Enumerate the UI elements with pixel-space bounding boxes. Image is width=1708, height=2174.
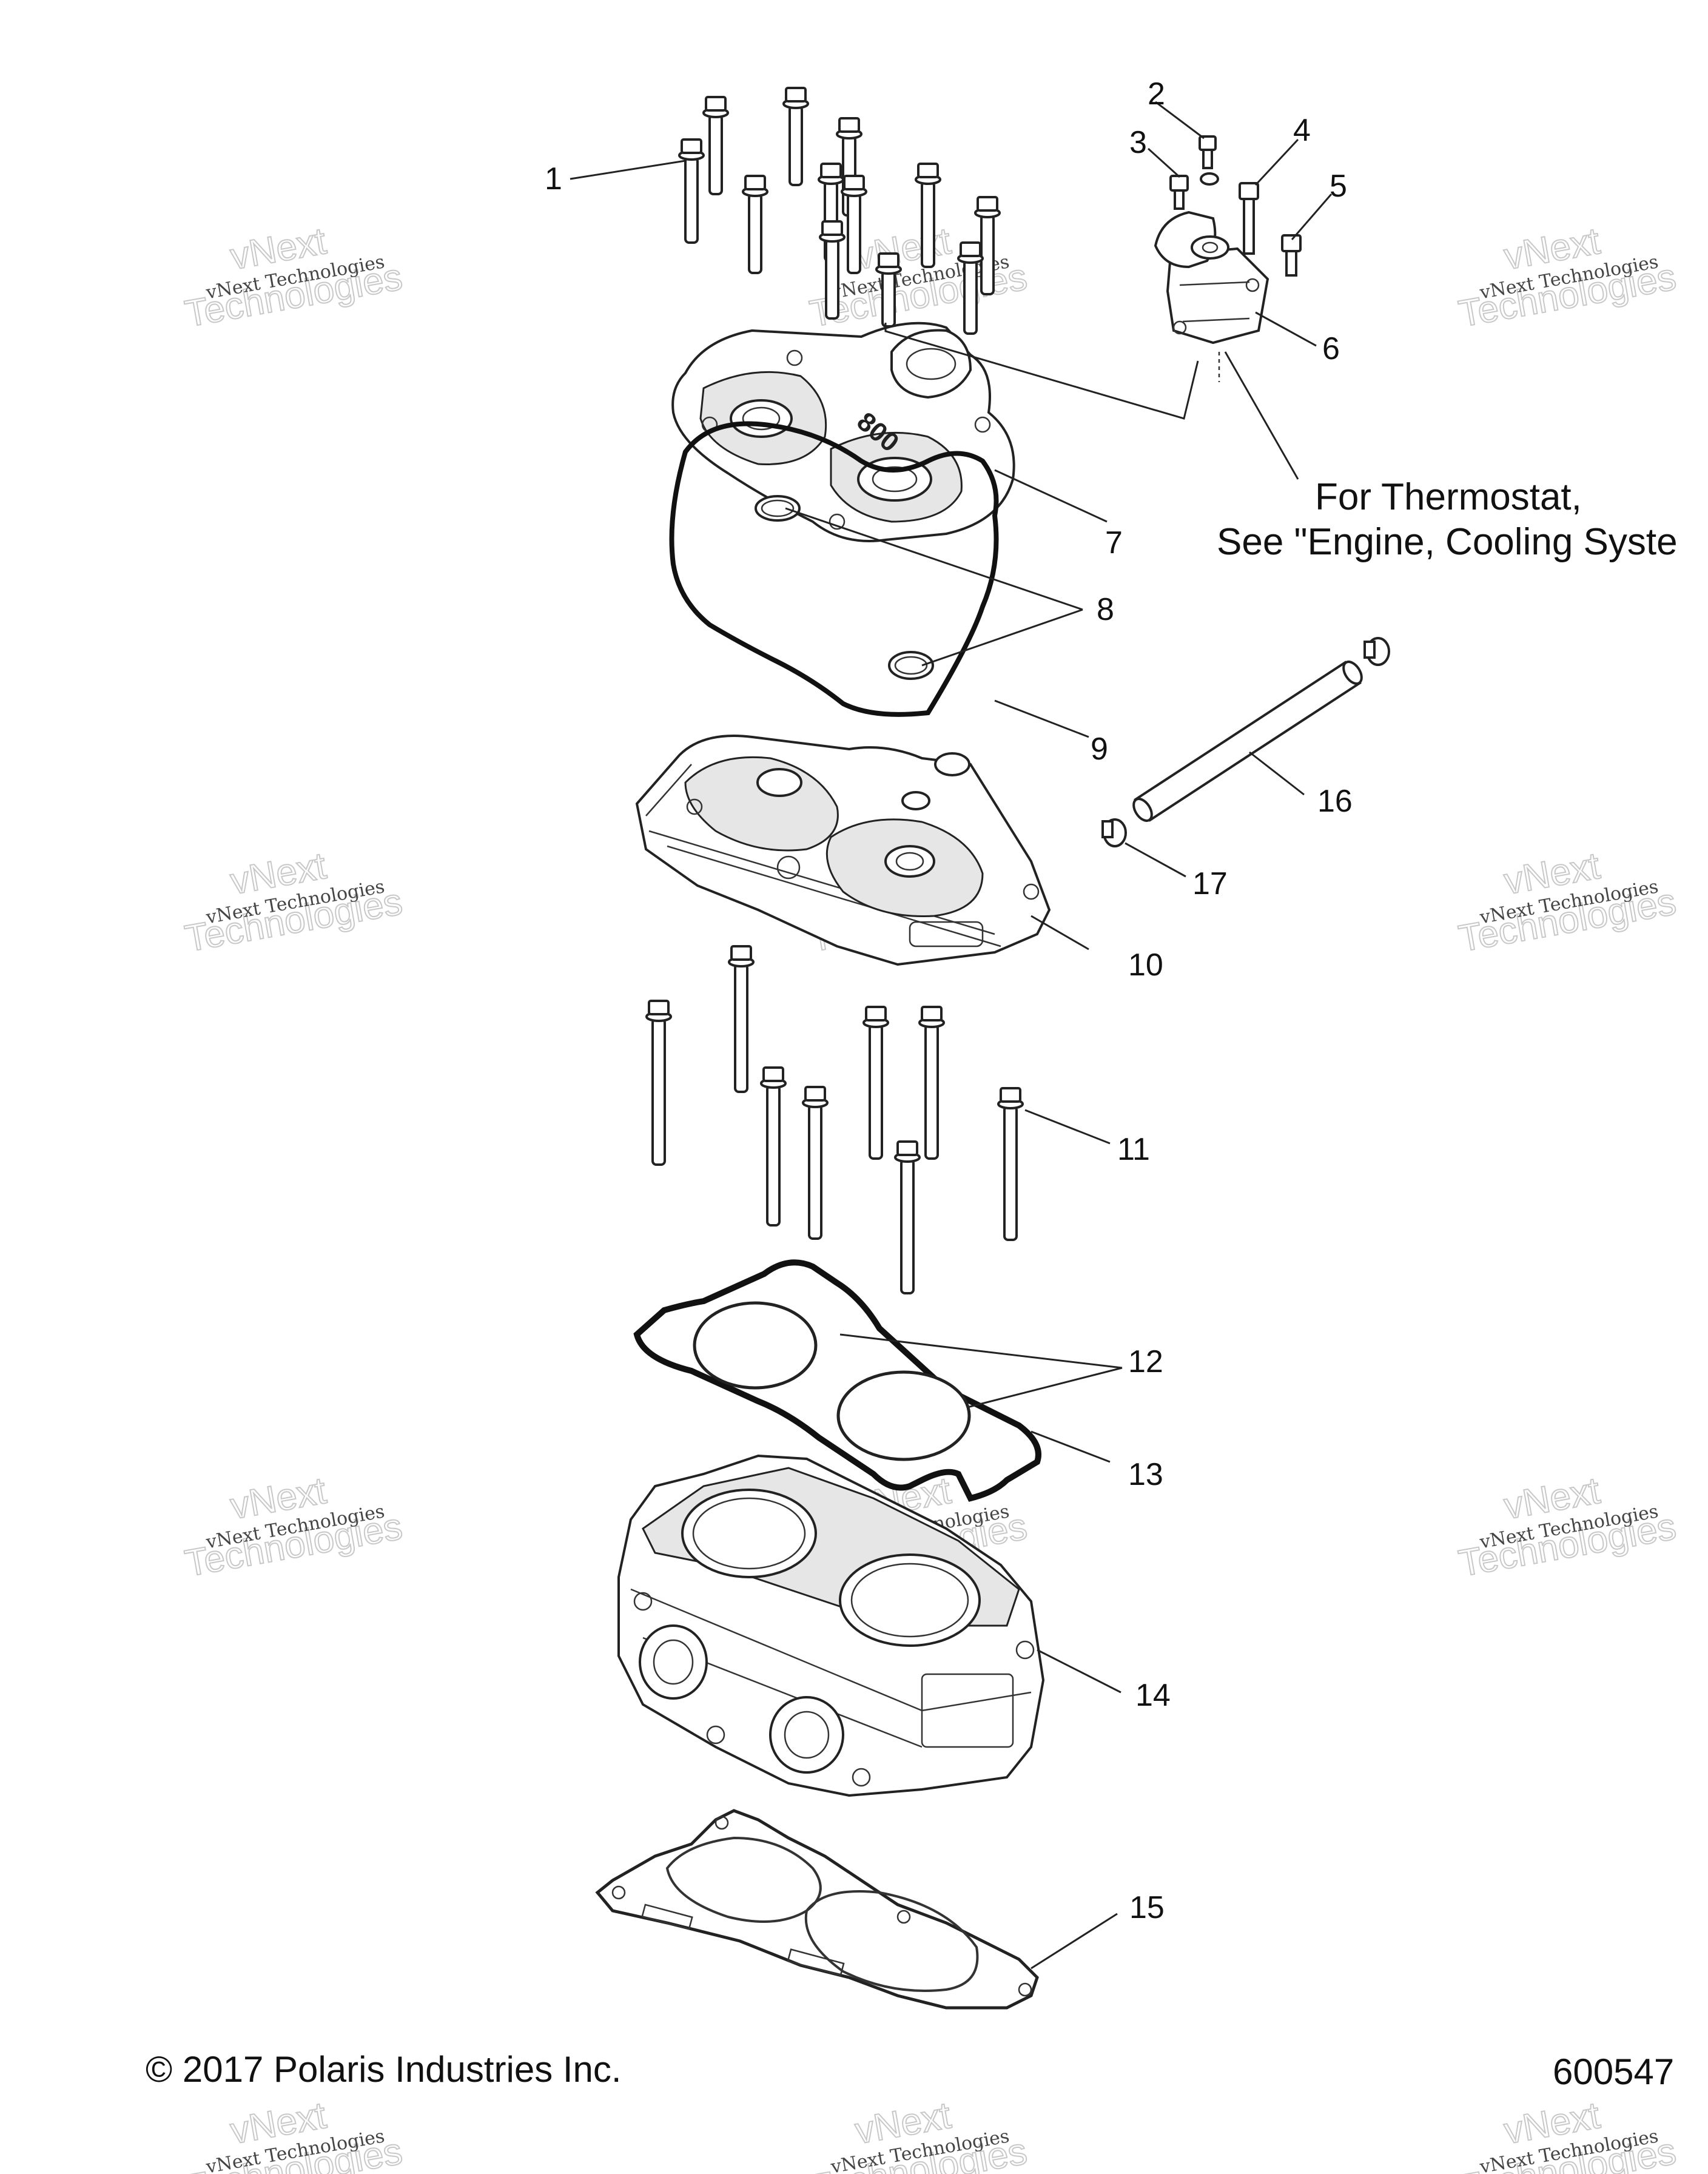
callout-12: 12 [1128,1344,1163,1379]
head-bolts-group [678,87,1001,335]
thermostat-note-line-1: For Thermostat, [1315,476,1582,518]
head-bolt [678,138,705,244]
head-bolt [819,220,846,320]
head-bolt [841,175,867,274]
callout-11: 11 [1117,1132,1150,1167]
cylinder-block [617,1454,1045,1797]
cover-seal [669,421,999,717]
callout-10: 10 [1128,947,1163,983]
thermostat-housing [1154,135,1302,345]
callout-7: 7 [1105,525,1123,560]
callout-16: 16 [1317,784,1353,819]
callout-5: 5 [1330,169,1347,204]
cylinder-bolt [645,1000,672,1166]
leader-lines [570,101,1333,1970]
callout-9: 9 [1091,732,1108,767]
callout-14: 14 [1135,1678,1171,1713]
callout-13: 13 [1128,1457,1163,1492]
cylinder-bolt [802,1086,829,1240]
head-bolt [957,241,984,335]
head-bolt [782,87,809,186]
cylinder-bolt [918,1006,945,1160]
callout-6: 6 [1322,331,1340,366]
cylinder-bolt [760,1066,787,1227]
callouts: 1 2 3 4 5 6 7 8 9 10 11 12 13 14 15 16 1… [545,76,1353,1925]
thermostat-note-line-2: See "Engine, Cooling Syste [1217,521,1678,563]
cylinder-bolts-group [645,945,1024,1294]
bypass-hose [1101,637,1390,847]
base-gasket [595,1809,1039,2010]
head-bolt [915,163,941,268]
callout-1: 1 [545,161,562,197]
head-bolt [702,96,729,195]
figure-number: 600547 [1553,2051,1674,2092]
head-bolt [875,252,902,328]
head-bolt [742,175,768,274]
head-bolt [974,196,1001,295]
cylinder-bolt [862,1006,889,1160]
cylinder-bolt [997,1087,1024,1241]
callout-4: 4 [1293,113,1311,148]
callout-15: 15 [1129,1890,1165,1925]
cylinder-head [635,735,1051,966]
callout-3: 3 [1129,125,1147,160]
copyright-text: © 2017 Polaris Industries Inc. [146,2049,622,2090]
head-cover: 800 [671,321,1015,542]
callout-17: 17 [1192,866,1228,901]
cylinder-bolt [728,945,755,1093]
callout-2: 2 [1148,76,1165,112]
cylinder-bolt [894,1140,921,1294]
head-gasket [633,1259,1041,1502]
callout-8: 8 [1097,592,1114,627]
